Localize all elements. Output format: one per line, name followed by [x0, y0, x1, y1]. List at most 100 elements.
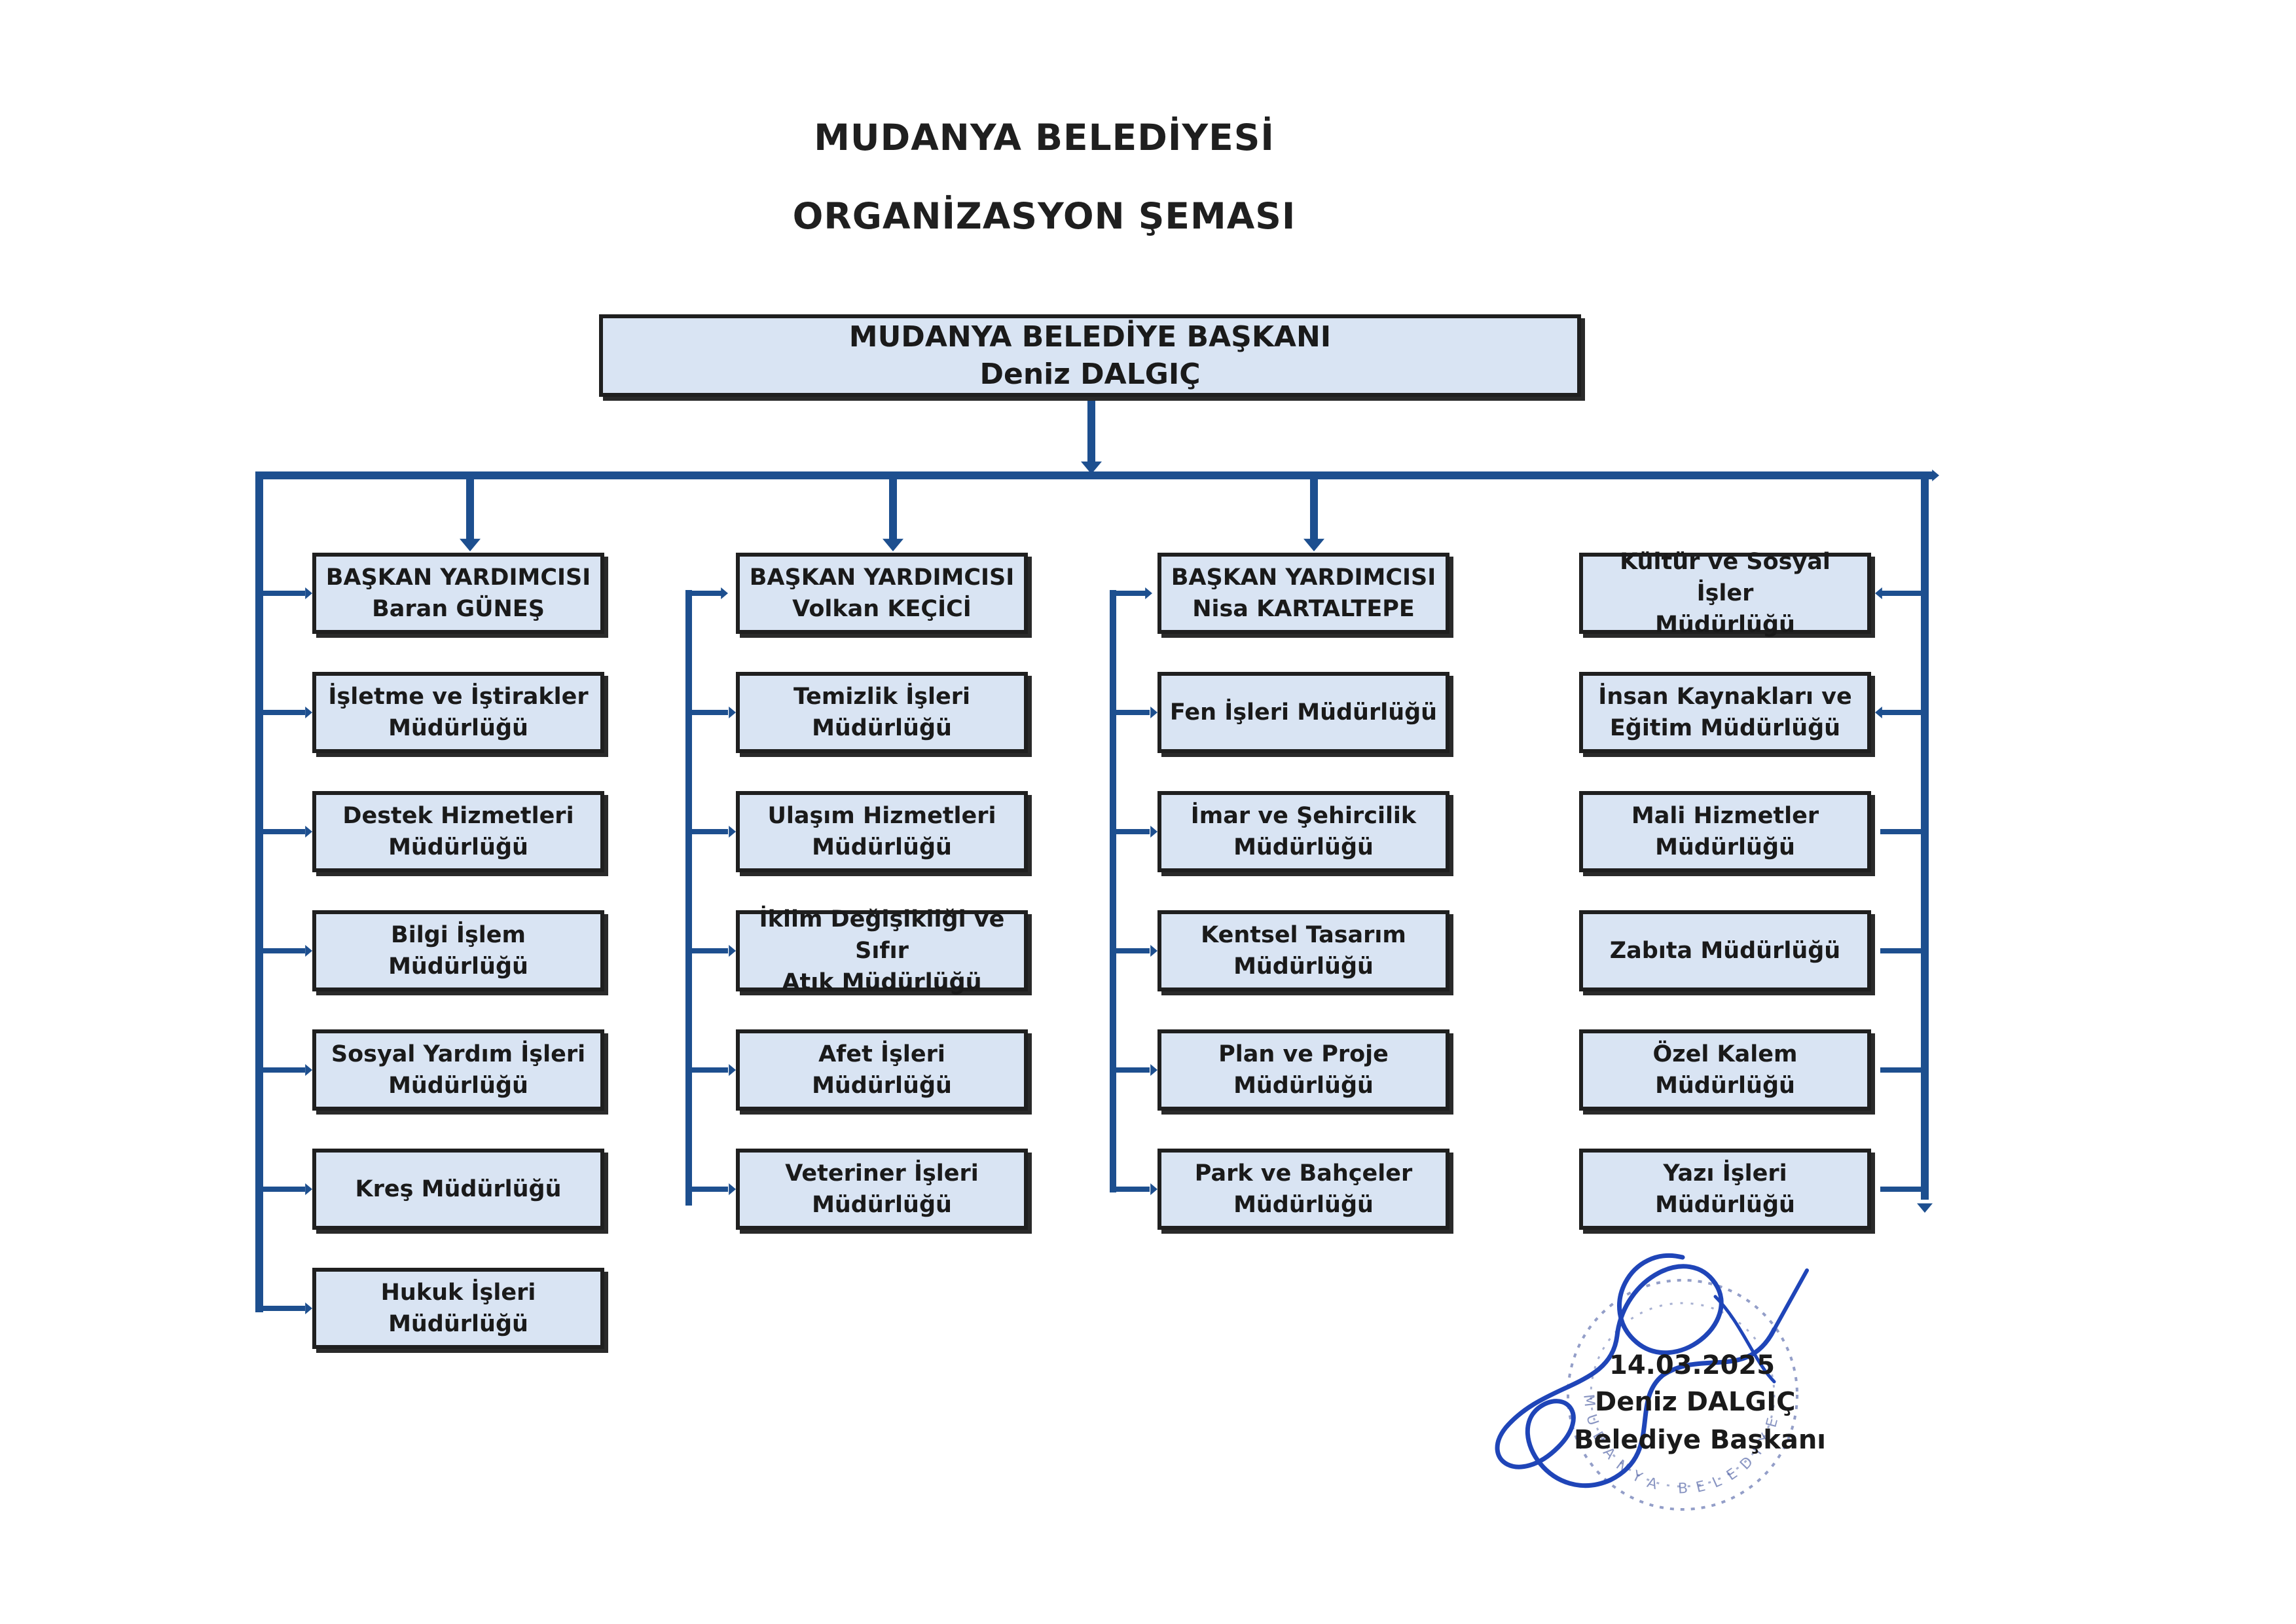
department-label: Müdürlüğü	[388, 1073, 528, 1099]
branch-arrow	[1150, 1183, 1157, 1195]
department-label: Müdürlüğü	[812, 1192, 952, 1218]
department-box: Afet İşleri Müdürlüğü	[736, 1029, 1028, 1111]
department-label: Eğitim Müdürlüğü	[1609, 715, 1841, 741]
department-label: Müdürlüğü	[1233, 1192, 1374, 1218]
department-label: Özel Kalem Müdürlüğü	[1652, 1041, 1798, 1099]
department-label: Bilgi İşlem Müdürlüğü	[388, 921, 528, 980]
department-label: İklim Değişikliği ve Sıfır	[759, 906, 1005, 964]
branch-arrow	[305, 826, 312, 838]
department-label: Müdürlüğü	[388, 834, 528, 860]
department-label: İmar ve Şehircilik	[1190, 802, 1417, 829]
deputy-mayor-box: BAŞKAN YARDIMCISI Nisa KARTALTEPE	[1157, 553, 1449, 634]
department-label: Kültür ve Sosyal İşler	[1620, 548, 1831, 606]
page-subtitle: ORGANİZASYON ŞEMASI	[792, 195, 1296, 237]
branch-arrow	[305, 945, 312, 957]
department-label: Ulaşım Hizmetleri	[767, 802, 996, 829]
department-box: Bilgi İşlem Müdürlüğü	[312, 910, 604, 991]
department-label: Müdürlüğü	[1233, 953, 1374, 980]
deputy-arrow	[1303, 538, 1324, 551]
department-label: Temizlik İşleri	[793, 683, 971, 710]
rail-end-arrow	[1917, 1203, 1933, 1213]
mayor-arrow	[1081, 461, 1102, 474]
branch-arrow	[729, 707, 736, 718]
branch-arrow	[1150, 707, 1157, 718]
branch-arrow	[305, 1183, 312, 1195]
department-box: Hukuk İşleri Müdürlüğü	[312, 1268, 604, 1349]
signature-name: Deniz DALGIÇ	[1595, 1387, 1796, 1417]
department-label: Yazı İşleri Müdürlüğü	[1655, 1160, 1795, 1218]
branch-arrow	[305, 707, 312, 718]
department-label: Volkan KEÇİCİ	[792, 596, 972, 622]
department-label: Kreş Müdürlüğü	[355, 1175, 562, 1202]
department-label: Mali Hizmetler	[1631, 802, 1819, 829]
page-title: MUDANYA BELEDİYESİ	[814, 117, 1275, 158]
signature-stamp: MUDANYA BELEDİYE BAŞKANLIĞI	[1467, 1231, 1809, 1511]
department-label: Sosyal Yardım İşleri	[331, 1041, 586, 1067]
department-box: İnsan Kaynakları ve Eğitim Müdürlüğü	[1579, 672, 1871, 753]
department-label: Baran GÜNEŞ	[372, 596, 545, 622]
branch-arrow	[305, 587, 312, 599]
department-box: Özel Kalem Müdürlüğü	[1579, 1029, 1871, 1111]
branch-arrow	[1150, 1064, 1157, 1076]
department-label: Müdürlüğü	[1233, 1073, 1374, 1099]
branch-arrow	[729, 945, 736, 957]
department-box: Fen İşleri Müdürlüğü	[1157, 672, 1449, 753]
branch-arrow	[1150, 945, 1157, 957]
department-label: Zabıta Müdürlüğü	[1609, 937, 1841, 964]
department-label: Müdürlüğü	[1655, 612, 1795, 638]
bus-end-arrow	[1932, 470, 1939, 481]
mayor-name: Deniz DALGIÇ	[979, 358, 1201, 391]
department-label: Müdürlüğü	[1233, 834, 1374, 860]
branch-arrow	[1875, 707, 1882, 718]
department-label: Park ve Bahçeler	[1194, 1160, 1413, 1187]
department-label: BAŞKAN YARDIMCISI	[325, 564, 591, 591]
department-label: Nisa KARTALTEPE	[1192, 596, 1415, 622]
branch-arrow	[729, 826, 736, 838]
branch-arrow	[729, 1183, 736, 1195]
department-label: BAŞKAN YARDIMCISI	[1171, 564, 1436, 591]
department-box: Kreş Müdürlüğü	[312, 1149, 604, 1230]
deputy-mayor-box: BAŞKAN YARDIMCISI Volkan KEÇİCİ	[736, 553, 1028, 634]
department-label: Müdürlüğü	[1655, 834, 1795, 860]
branch-arrow	[729, 1064, 736, 1076]
branch-arrow	[721, 587, 728, 599]
signature-date: 14.03.2025	[1609, 1350, 1776, 1380]
department-label: Müdürlüğü	[812, 834, 952, 860]
branch-arrow	[1150, 826, 1157, 838]
branch-arrow	[1875, 587, 1882, 599]
signature-role: Belediye Başkanı	[1574, 1425, 1826, 1455]
mayor-title: MUDANYA BELEDİYE BAŞKANI	[848, 320, 1332, 354]
department-box: Zabıta Müdürlüğü	[1579, 910, 1871, 991]
department-label: Müdürlüğü	[388, 715, 528, 741]
deputy-arrow	[883, 538, 903, 551]
department-label: İşletme ve İştirakler	[328, 683, 589, 710]
mayor-box: MUDANYA BELEDİYE BAŞKANI Deniz DALGIÇ	[599, 314, 1581, 397]
department-label: Afet İşleri Müdürlüğü	[812, 1041, 952, 1099]
deputy-arrow	[460, 538, 481, 551]
branch-arrow	[305, 1302, 312, 1314]
branch-arrow	[305, 1064, 312, 1076]
department-label: Plan ve Proje	[1218, 1041, 1389, 1067]
department-label: Kentsel Tasarım	[1201, 921, 1406, 948]
department-label: Müdürlüğü	[812, 715, 952, 741]
department-label: Veteriner İşleri	[785, 1160, 979, 1187]
branch-arrow	[1145, 587, 1152, 599]
department-label: İnsan Kaynakları ve	[1598, 683, 1852, 710]
deputy-mayor-box: BAŞKAN YARDIMCISI Baran GÜNEŞ	[312, 553, 604, 634]
department-label: BAŞKAN YARDIMCISI	[749, 564, 1015, 591]
department-label: Destek Hizmetleri	[342, 802, 574, 829]
